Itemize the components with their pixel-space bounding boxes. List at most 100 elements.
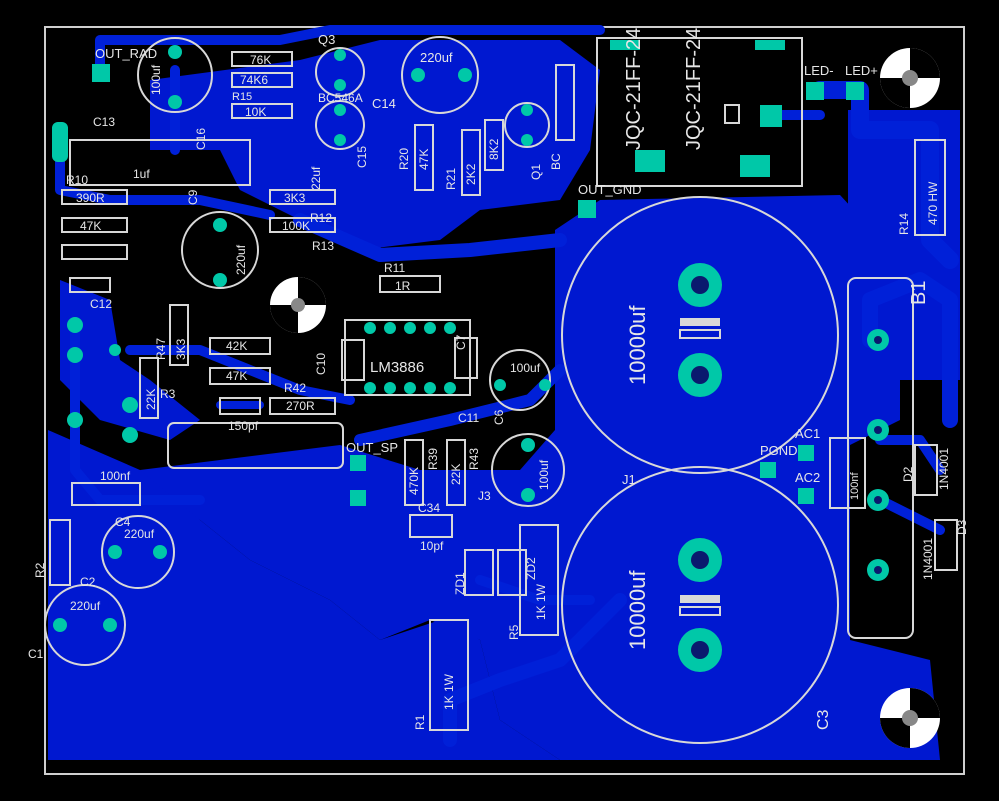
- label-d3-val: 1N4001: [921, 538, 935, 580]
- label-c7: C7: [454, 334, 468, 350]
- label-pgnd: PGND: [760, 443, 798, 458]
- label-1uf: 1uf: [133, 167, 150, 181]
- label-r3: R3: [160, 387, 176, 401]
- label-r14: R14: [897, 213, 911, 235]
- label-c9: C9: [186, 189, 200, 205]
- label-c11: C11: [458, 411, 479, 425]
- label-r47-mid: R47: [154, 338, 168, 360]
- label-d2: D2: [901, 466, 915, 482]
- label-c3: C3: [815, 709, 832, 730]
- big-cap-top-value: 10000uf: [625, 305, 650, 385]
- label-r47k-left: 47K: [80, 219, 101, 233]
- label-r21-val: 2K2: [464, 163, 478, 185]
- label-out-rad: OUT_RAD: [95, 46, 157, 61]
- amplifier-ic: LM3886: [344, 319, 471, 396]
- label-c100u-mid: 100uf: [510, 361, 541, 375]
- label-c150pf: 150pf: [228, 419, 259, 433]
- label-out-sp: OUT_SP: [346, 440, 398, 455]
- label-out-gnd: OUT_GND: [578, 182, 642, 197]
- big-capacitor-bottom: 10000uf: [561, 466, 839, 744]
- label-c4: C4: [115, 515, 131, 529]
- relay-label-a: JQC-21FF-24: [623, 28, 645, 150]
- label-r470k: 470K: [407, 467, 421, 495]
- label-r1k: 1K 1W: [534, 583, 548, 620]
- label-c1: C1: [28, 647, 44, 661]
- mounting-holes: [270, 48, 940, 748]
- label-r3k3-mid: 3K3: [174, 338, 188, 360]
- label-ac1: AC1: [795, 426, 820, 441]
- label-c220u-top: 220uf: [420, 50, 453, 65]
- label-r22k-b: 22K: [449, 464, 463, 485]
- label-c100u-top: 100uf: [149, 64, 163, 95]
- connector-pads: [52, 64, 864, 506]
- label-ac2: AC2: [795, 470, 820, 485]
- label-r47k-mid: 47K: [226, 369, 247, 383]
- label-r390: 390R: [76, 191, 105, 205]
- label-led-minus: LED-: [804, 63, 834, 78]
- label-r270: 270R: [286, 399, 315, 413]
- label-r11-val: 1R: [395, 279, 411, 293]
- label-zd2: ZD2: [524, 557, 538, 580]
- label-c100nf: 100nf: [100, 469, 131, 483]
- label-r1k-r1: 1K 1W: [442, 673, 456, 710]
- label-r12: R12: [310, 211, 332, 225]
- ic-label: LM3886: [370, 359, 424, 376]
- label-c14: C14: [372, 96, 396, 111]
- label-r10k: 10K: [245, 105, 266, 119]
- label-c10pf: 10pf: [420, 539, 444, 553]
- label-c220u-mid: 220uf: [234, 244, 248, 275]
- label-r5: R5: [507, 624, 521, 640]
- label-c2: C2: [80, 575, 96, 589]
- label-r2: R2: [33, 562, 47, 578]
- label-led-plus: LED+: [845, 63, 878, 78]
- label-c16: C16: [194, 128, 208, 150]
- label-r1: R1: [413, 714, 427, 730]
- label-c100nf-pwr: 100nf: [849, 472, 861, 500]
- label-j1: J1: [622, 472, 636, 487]
- label-zd1: ZD1: [453, 572, 467, 595]
- label-r20-val: 47K: [417, 149, 431, 170]
- label-q1: Q1: [529, 164, 543, 180]
- copper-pours: [48, 40, 960, 760]
- label-d3: D3: [955, 519, 969, 535]
- radial-capacitors: [44, 36, 565, 666]
- label-c12: C12: [90, 297, 112, 311]
- big-cap-bottom-value: 10000uf: [625, 570, 650, 650]
- label-r22k: 22K: [144, 389, 158, 410]
- label-c100u-low: 100uf: [537, 459, 551, 490]
- b1-label: B1: [908, 281, 930, 305]
- label-r43: R43: [467, 448, 481, 470]
- label-r11: R11: [384, 261, 405, 275]
- label-r14-val: 470 HW: [926, 181, 940, 225]
- relay: JQC-21FF-24 JQC-21FF-24: [596, 28, 803, 187]
- axial-components: [49, 51, 958, 731]
- label-bc: BC: [549, 153, 563, 170]
- label-22uf: 22uf: [309, 166, 323, 190]
- label-r42: R42: [284, 381, 306, 395]
- label-c13: C13: [93, 115, 115, 129]
- label-r21: R21: [444, 168, 458, 190]
- silkscreen-labels: OUT_RAD 100uf 76K Q3 74K6 10K R15 BC546A…: [28, 32, 969, 730]
- label-r13: R13: [312, 239, 334, 253]
- label-d2-val: 1N4001: [937, 448, 951, 490]
- label-r10: R10: [66, 173, 88, 187]
- label-r42k: 42K: [226, 339, 247, 353]
- relay-label-b: JQC-21FF-24: [683, 28, 705, 150]
- label-r3k3-top: 3K3: [284, 191, 306, 205]
- label-r8k2: 8K2: [487, 138, 501, 160]
- label-c34: C34: [418, 501, 440, 515]
- bridge-rectifier: B1: [847, 277, 930, 639]
- label-bc546a: BC546A: [318, 91, 363, 105]
- label-r39: R39: [426, 448, 440, 470]
- label-c6: C6: [492, 409, 506, 425]
- label-c220u-c4: 220uf: [124, 527, 155, 541]
- label-q3: Q3: [318, 32, 335, 47]
- label-r74k6: 74K6: [240, 73, 268, 87]
- label-c220u-c2: 220uf: [70, 599, 101, 613]
- copper-traces: [55, 25, 959, 747]
- label-c15: C15: [355, 146, 369, 168]
- label-j3: J3: [478, 489, 491, 503]
- label-r20: R20: [397, 148, 411, 170]
- label-r100k: 100K: [282, 219, 310, 233]
